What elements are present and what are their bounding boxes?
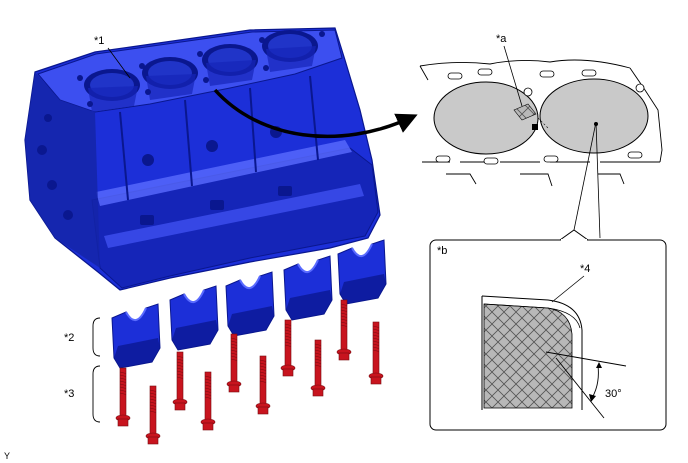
- bracket-part2: [92, 317, 101, 357]
- cylinder-block: [24, 27, 381, 291]
- label-part4: *4: [580, 263, 590, 275]
- bearing-cap-bolt: [115, 367, 131, 427]
- bearing-cap-bolt: [336, 299, 352, 361]
- bearing-cap-bolt: [280, 319, 296, 377]
- bearing-cap-bolt: [172, 351, 188, 411]
- label-part1: *1: [94, 35, 104, 47]
- bearing-cap-bolts: [115, 299, 384, 445]
- label-detail-a: *a: [496, 33, 507, 45]
- corner-mark: Y: [4, 451, 10, 461]
- bearing-cap-bolt: [255, 355, 271, 415]
- bore-right: [539, 78, 649, 154]
- bearing-cap: [111, 303, 161, 369]
- bearing-caps: [111, 239, 387, 369]
- bearing-cap: [169, 285, 219, 351]
- bearing-cap: [337, 239, 387, 305]
- detail-arrow: [213, 88, 418, 139]
- label-detail-b: *b: [437, 245, 447, 257]
- bracket-part3: [92, 365, 101, 423]
- bearing-cap-bolt: [145, 385, 161, 445]
- cylinder-bores: [84, 30, 318, 112]
- label-part3: *3: [64, 388, 74, 400]
- callout-line-2: [595, 121, 601, 239]
- bearing-cap: [225, 271, 275, 337]
- bearing-cap-bolt: [200, 371, 216, 431]
- leader-part4: [551, 275, 585, 303]
- leader-part1: [107, 47, 131, 79]
- bearing-cap: [283, 255, 333, 321]
- callout-line: [573, 121, 597, 231]
- leader-detail-a: [503, 45, 523, 107]
- crosshatch-angle: [545, 351, 627, 419]
- label-angle: 30°: [605, 388, 622, 400]
- bearing-cap-bolt: [310, 339, 326, 397]
- block-top-view: [419, 59, 663, 187]
- bearing-cap-bolt: [368, 321, 384, 385]
- bearing-cap-bolt: [226, 333, 242, 393]
- cylinder-bore-crosshatch: [481, 295, 583, 410]
- label-part2: *2: [64, 332, 74, 344]
